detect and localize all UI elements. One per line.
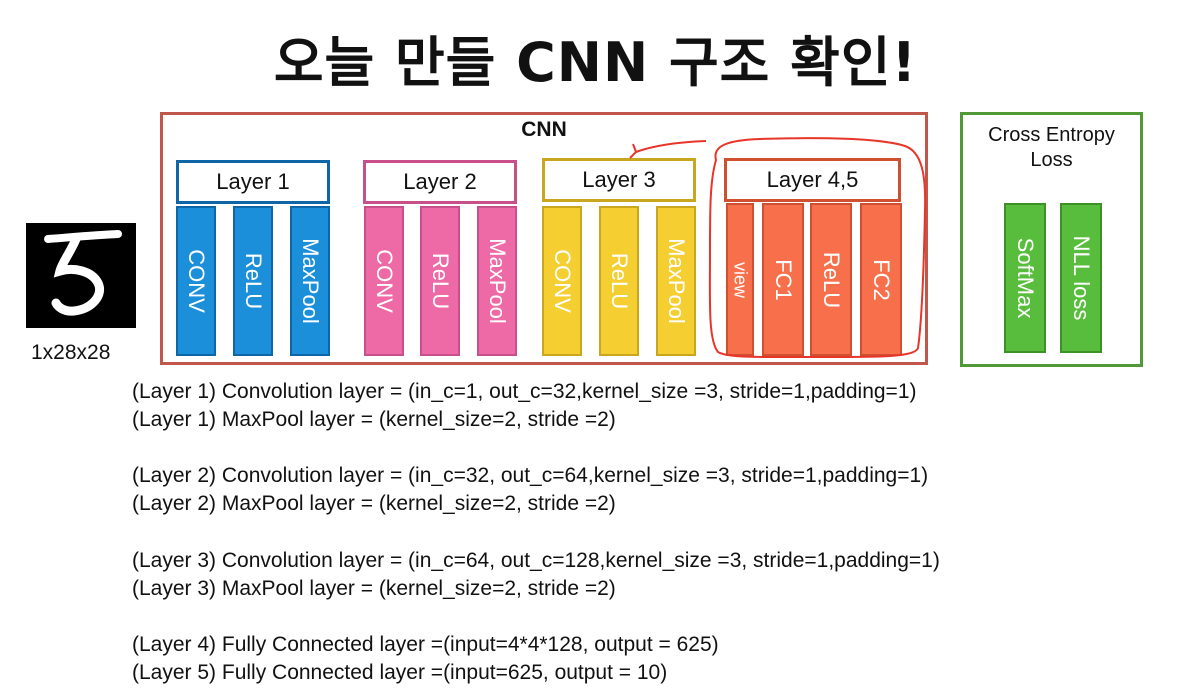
loss-label: Cross Entropy Loss xyxy=(960,123,1143,173)
description-line: (Layer 2) Convolution layer = (in_c=32, … xyxy=(132,464,929,487)
layer-4-header: Layer 4,5 xyxy=(724,158,901,202)
layer-4-op-relu: ReLU xyxy=(810,203,852,356)
layer-2-op-conv: CONV xyxy=(364,206,404,356)
description-line: (Layer 1) Convolution layer = (in_c=1, o… xyxy=(132,380,917,403)
description-line: (Layer 5) Fully Connected layer =(input=… xyxy=(132,661,668,684)
loss-op-softmax: SoftMax xyxy=(1004,203,1046,353)
layer-3-op-conv: CONV xyxy=(542,206,582,356)
layer-4-op-fc1: FC1 xyxy=(762,203,804,356)
layer-3-op-relu: ReLU xyxy=(599,206,639,356)
loss-container xyxy=(960,112,1143,367)
layer-1-op-maxpool: MaxPool xyxy=(290,206,330,356)
mnist-digit-image xyxy=(26,223,136,328)
description-line: (Layer 3) MaxPool layer = (kernel_size=2… xyxy=(132,577,616,600)
loss-label-line1: Cross Entropy xyxy=(988,124,1115,146)
description-line: (Layer 3) Convolution layer = (in_c=64, … xyxy=(132,549,940,572)
layer-1-op-conv: CONV xyxy=(176,206,216,356)
layer-2-op-relu: ReLU xyxy=(420,206,460,356)
layer-4-op-view: view xyxy=(726,203,754,356)
layer-1-op-relu: ReLU xyxy=(233,206,273,356)
input-shape-label: 1x28x28 xyxy=(31,341,111,364)
description-line: (Layer 1) MaxPool layer = (kernel_size=2… xyxy=(132,408,616,431)
layer-1-header: Layer 1 xyxy=(176,160,330,204)
loss-op-nll-loss: NLL loss xyxy=(1060,203,1102,353)
page-title: 오늘 만들 CNN 구조 확인! xyxy=(273,31,918,94)
cnn-container xyxy=(160,112,928,365)
layer-4-op-fc2: FC2 xyxy=(860,203,902,356)
layer-2-header: Layer 2 xyxy=(363,160,517,204)
loss-label-line2: Loss xyxy=(1030,149,1073,171)
description-line: (Layer 2) MaxPool layer = (kernel_size=2… xyxy=(132,492,616,515)
layer-3-header: Layer 3 xyxy=(542,158,696,202)
cnn-label: CNN xyxy=(521,118,567,141)
layer-2-op-maxpool: MaxPool xyxy=(477,206,517,356)
layer-3-op-maxpool: MaxPool xyxy=(656,206,696,356)
description-line: (Layer 4) Fully Connected layer =(input=… xyxy=(132,633,719,656)
